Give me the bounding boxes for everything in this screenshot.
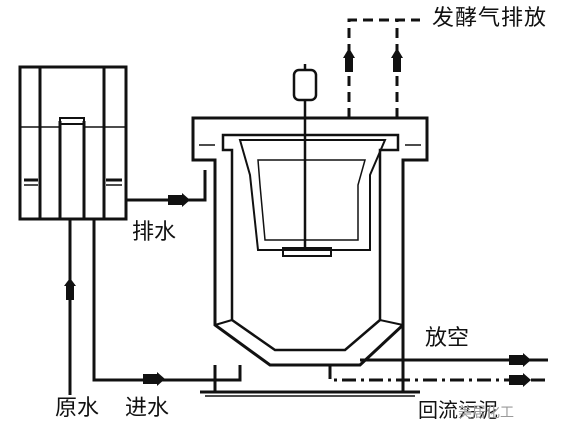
- label-vent: 放空: [425, 326, 470, 351]
- label-water-inlet: 进水: [125, 396, 170, 421]
- label-drain: 排水: [132, 220, 177, 245]
- label-sludge-return: 回流污泥: [418, 398, 498, 422]
- pipes: [68, 18, 548, 395]
- left-tank: [18, 65, 128, 221]
- mixer: [282, 64, 332, 257]
- label-raw-water: 原水: [55, 396, 100, 421]
- label-fermentation-exhaust: 发酵气排放: [432, 6, 548, 31]
- watermark: 美居化工: [458, 405, 514, 421]
- reactor: [191, 116, 429, 397]
- valves: [64, 48, 531, 387]
